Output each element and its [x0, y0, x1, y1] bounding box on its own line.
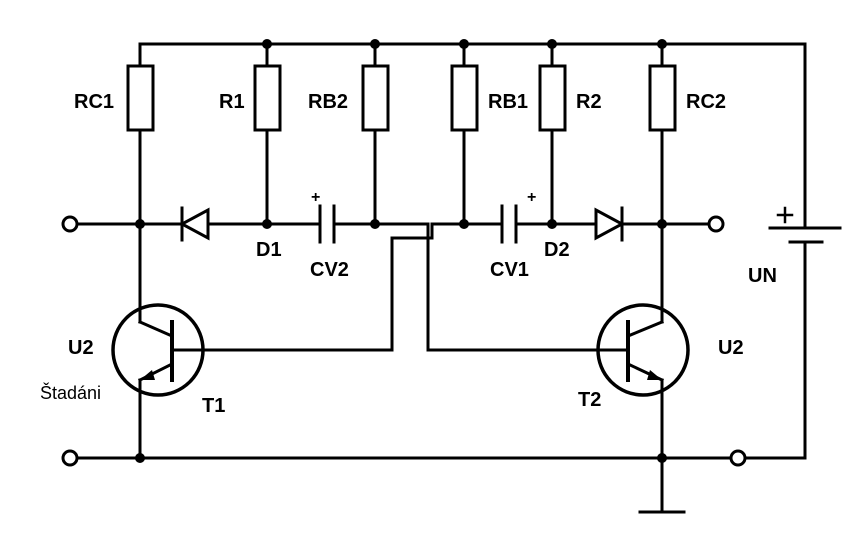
label-un: UN	[748, 265, 777, 287]
terminal-left-input	[61, 215, 79, 233]
terminal-right-bottom	[729, 449, 747, 467]
cv2-plus-sign: +	[311, 189, 320, 206]
transistor-t2	[596, 303, 690, 460]
label-d1: D1	[256, 239, 282, 261]
capacitor-cv1	[500, 204, 518, 244]
label-stadani: Štadáni	[40, 382, 101, 403]
diode-d2	[594, 206, 626, 242]
label-d2: D2	[544, 239, 570, 261]
cross-wire-to-t1-base	[198, 222, 452, 352]
transistor-t1	[111, 303, 205, 460]
resistor-r1	[253, 64, 282, 132]
battery-un	[768, 206, 842, 460]
label-t2: T2	[578, 389, 601, 411]
capacitor-cv2	[318, 204, 336, 244]
label-rc2: RC2	[686, 91, 726, 113]
label-rb1: RB1	[488, 91, 528, 113]
cv1-plus-sign: +	[527, 189, 536, 206]
terminal-right-output	[707, 215, 725, 233]
resistor-rb2	[361, 64, 390, 132]
ground-symbol	[638, 456, 686, 514]
junction-dots	[135, 39, 667, 463]
resistor-rc2	[648, 64, 677, 132]
diode-d1	[178, 206, 210, 242]
label-cv2: CV2	[310, 259, 349, 281]
label-t1: T1	[202, 395, 225, 417]
terminal-left-bottom	[61, 449, 79, 467]
resistor-rb1	[450, 64, 479, 132]
label-u2-left: U2	[68, 337, 94, 359]
label-r2: R2	[576, 91, 602, 113]
top-rail	[138, 42, 807, 230]
resistor-rc1	[126, 64, 155, 132]
label-cv1: CV1	[490, 259, 529, 281]
label-u2-right: U2	[718, 337, 744, 359]
label-rb2: RB2	[308, 91, 348, 113]
label-r1: R1	[219, 91, 245, 113]
cross-wire-to-t2-base	[426, 222, 612, 352]
label-rc1: RC1	[74, 91, 114, 113]
resistor-r2	[538, 64, 567, 132]
